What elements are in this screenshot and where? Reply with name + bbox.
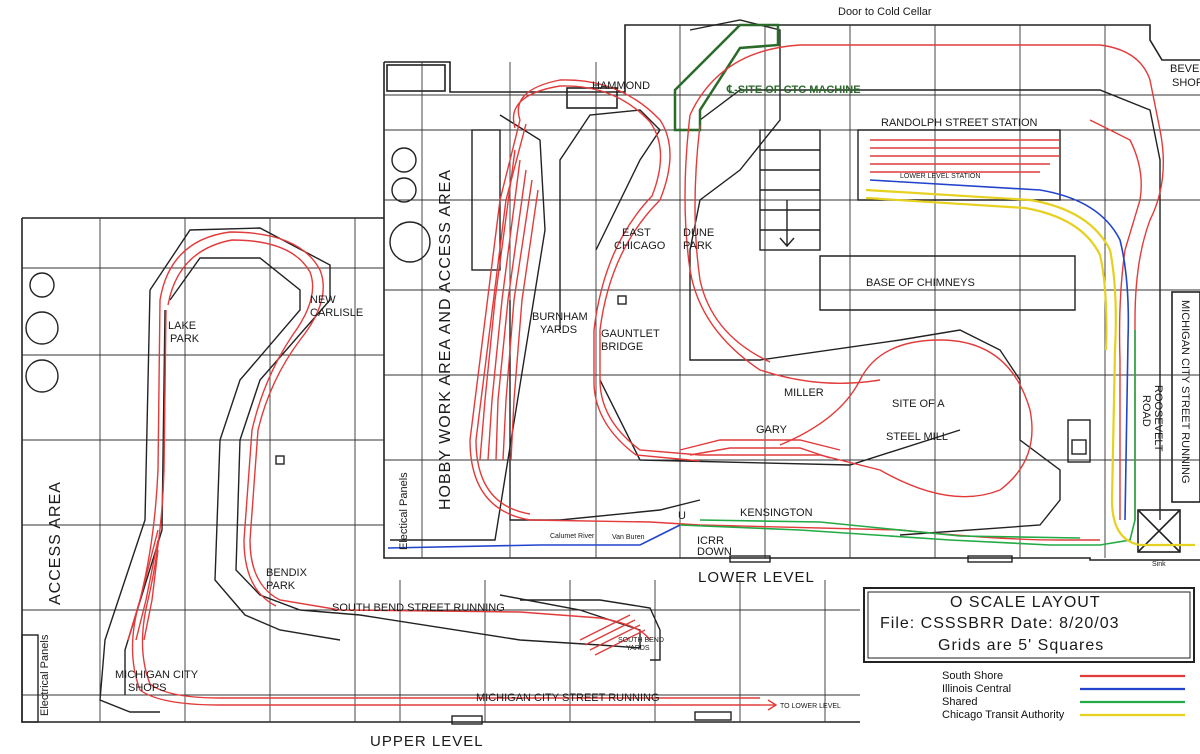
title-line-3: Grids are 5' Squares bbox=[938, 637, 1104, 654]
lower-level-grid bbox=[384, 25, 1200, 558]
randolph-label: RANDOLPH STREET STATION bbox=[881, 117, 1038, 129]
steel-mill-label-2: STEEL MILL bbox=[886, 431, 948, 443]
upper-level-walls bbox=[21, 217, 860, 725]
lower-level-title: LOWER LEVEL bbox=[698, 569, 815, 586]
gauntlet-label-1: GAUNTLET bbox=[601, 328, 660, 340]
sink-label: Sink bbox=[1152, 561, 1166, 568]
south-bend-yards-label-1: SOUTH BEND bbox=[618, 637, 664, 644]
icrr-down-label-1: ICRR bbox=[697, 535, 724, 547]
bendix-label-1: BENDIX bbox=[266, 567, 308, 579]
base-chimneys-label: BASE OF CHIMNEYS bbox=[866, 277, 975, 289]
upper-level-labels: NEW CARLISLE LAKE PARK BENDIX PARK SOUTH… bbox=[39, 294, 841, 750]
gauntlet-label-2: BRIDGE bbox=[601, 341, 643, 353]
upper-level-title: UPPER LEVEL bbox=[370, 733, 484, 750]
lower-south-shore-tracks bbox=[469, 44, 1164, 541]
legend-label-cta: Chicago Transit Authority bbox=[942, 709, 1065, 721]
east-chicago-label-2: CHICAGO bbox=[614, 240, 666, 252]
van-buren-label: Van Buren bbox=[612, 534, 645, 541]
burnham-label-2: YARDS bbox=[540, 324, 577, 336]
calumet-label: Calumet River bbox=[550, 533, 595, 540]
title-block: O SCALE LAYOUT File: CSSSBRR Date: 8/20/… bbox=[863, 587, 1195, 663]
lake-park-label-1: LAKE bbox=[168, 320, 196, 332]
lower-level-walls bbox=[383, 24, 1200, 561]
east-chicago-label-1: EAST bbox=[622, 227, 651, 239]
to-lower-label: TO LOWER LEVEL bbox=[780, 703, 841, 710]
roosevelt-label-2: ROAD bbox=[1140, 395, 1152, 427]
access-area-label: ACCESS AREA bbox=[47, 481, 64, 605]
mc-shops-label-2: SHOPS bbox=[128, 682, 167, 694]
lower-level-labels: Door to Cold Cellar HAMMOND ℄-SITE OF CT… bbox=[398, 6, 1200, 586]
new-carlisle-label-1: NEW bbox=[310, 294, 336, 306]
door-label: Door to Cold Cellar bbox=[838, 6, 932, 18]
steel-mill-label-1: SITE OF A bbox=[892, 398, 945, 410]
new-carlisle-label-2: CARLISLE bbox=[310, 307, 363, 319]
electrical-panels-label: Electical Panels bbox=[398, 472, 410, 550]
dune-park-label-1: DUNE bbox=[683, 227, 714, 239]
south-bend-yards-label-2: YARDS bbox=[626, 645, 650, 652]
ctc-label: ℄-SITE OF CTC MACHINE bbox=[726, 84, 861, 96]
hobby-area-label: HOBBY WORK AREA AND ACCESS AREA bbox=[437, 169, 454, 510]
legend-label-shared: Shared bbox=[942, 696, 977, 708]
legend-label-south-shore: South Shore bbox=[942, 670, 1003, 682]
lake-park-label-2: PARK bbox=[170, 333, 200, 345]
upper-south-shore-tracks bbox=[127, 231, 778, 711]
title-line-1: O SCALE LAYOUT bbox=[950, 594, 1101, 611]
electrical-panels-upper-label: Electrical Panels bbox=[39, 634, 51, 716]
lower-blue-tracks bbox=[387, 179, 1130, 549]
ctc-machine-outline bbox=[673, 23, 780, 132]
lower-level-station-label: LOWER LEVEL STATION bbox=[900, 173, 980, 180]
lower-yellow-tracks bbox=[865, 188, 1195, 547]
icrr-down-label-2: DOWN bbox=[697, 546, 732, 558]
title-line-2: File: CSSSBRR Date: 8/20/03 bbox=[880, 615, 1120, 632]
miller-label: MILLER bbox=[784, 387, 824, 399]
burnham-label-1: BURNHAM bbox=[532, 311, 588, 323]
kensington-label: KENSINGTON bbox=[740, 507, 813, 519]
beverly-label-2: SHOP bbox=[1172, 77, 1200, 89]
gary-label: GARY bbox=[756, 424, 788, 436]
hammond-label: HAMMOND bbox=[592, 80, 650, 92]
mc-street-vertical-label: MICHIGAN CITY STREET RUNNING bbox=[1179, 300, 1191, 484]
south-bend-street-label: SOUTH BEND STREET RUNNING bbox=[332, 602, 505, 614]
legend: South Shore Illinois Central Shared Chic… bbox=[942, 670, 1185, 721]
bendix-label-2: PARK bbox=[266, 580, 296, 592]
legend-label-illinois-central: Illinois Central bbox=[942, 683, 1011, 695]
dune-park-label-2: PARK bbox=[683, 240, 713, 252]
roosevelt-label-1: ROOSEVELT bbox=[1152, 385, 1164, 452]
lower-level-benchwork bbox=[389, 19, 1161, 563]
mc-street-label: MICHIGAN CITY STREET RUNNING bbox=[476, 692, 660, 704]
upper-level-benchwork bbox=[99, 227, 661, 713]
mc-shops-label-1: MICHIGAN CITY bbox=[115, 669, 199, 681]
arrow-mark: U bbox=[678, 510, 686, 522]
lower-green-tracks bbox=[679, 330, 1136, 546]
beverly-label: BEVE bbox=[1170, 63, 1199, 75]
